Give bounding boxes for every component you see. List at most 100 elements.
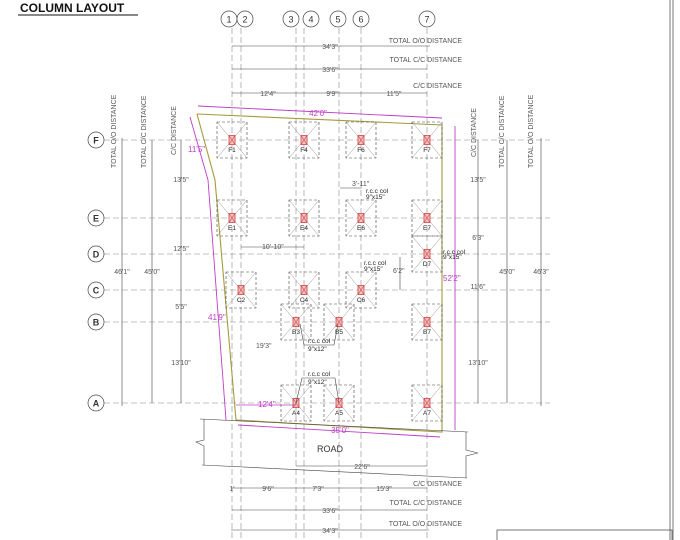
grid-bubble-col: 6 [352,10,370,28]
grid-bubble-col: 7 [418,10,436,28]
road-label: ROAD [317,444,344,454]
right-cc-2: 6'3" [472,235,484,242]
col-note-label: r.c.c col [308,371,331,378]
plot-dimensions: 42'0" 11'5" 41'9" 52'2" 35'0" [188,105,461,438]
bottom-cc-4: 15'3" [376,486,392,493]
left-cc-2: 12'5" [173,246,189,253]
right-cc-1: 13'5" [470,177,486,184]
bottom-cc-3: 7'3" [312,486,324,493]
footing-f4: F4 [288,121,320,159]
footing-label: B7 [423,329,431,336]
footing-label: B5 [335,329,343,336]
footing-label: B3 [292,329,300,336]
grid-bubble-col: 4 [302,10,320,28]
grid-column-label: 3 [288,15,293,25]
bottom-total-oo-label: TOTAL O/O DISTANCE [389,521,463,528]
note-dim-6-2: 6'2" [393,268,405,275]
grid-column-label: 4 [308,15,313,25]
plot-dim-top: 42'0" [309,109,327,118]
grid-row-label: E [93,214,99,224]
grid-bubble-col: 3 [282,10,300,28]
top-cc-3: 11'5" [387,91,402,98]
col-note-size: 9"x12" [308,379,327,386]
footing-c4: C4 [288,271,320,309]
left-total-cc-label: TOTAL C/C DISTANCE [141,95,148,168]
top-cc-1: 12'4" [260,91,276,98]
footing-label: F4 [300,147,308,154]
plot-dim-bottom: 35'0" [331,426,349,435]
footing-label: A5 [335,410,343,417]
left-cc-4: 13'10" [171,360,191,367]
grid-bubble-row: D [87,245,105,263]
col-note-label: r.c.c col [366,188,389,195]
plot-dim-left-upper: 11'5" [188,145,205,154]
bottom-cc-2: 9'6" [262,486,274,493]
plot-dim-left: 41'9" [208,313,226,322]
bottom-total-cc-label: TOTAL C/C DISTANCE [390,500,463,507]
footing-c6: C6 [345,271,377,309]
left-total-oo-value: 46'1" [114,269,130,276]
col-note-size: 9"x15" [443,254,462,261]
grid-bubble-col: 1 [220,10,238,28]
footing-label: C2 [237,297,246,304]
footing-a7: A7 [411,384,443,422]
grid-bubble-row: B [87,313,105,331]
title-block [496,529,673,540]
right-cc-3: 11'6" [471,284,486,291]
left-cc-1: 13'5" [173,177,189,184]
grid-row-label: A [93,399,100,409]
bottom-total-oo-value: 34'3" [322,528,338,535]
col-note-size: 9"x15" [366,194,385,201]
col-note-size: 9"x15" [364,266,383,273]
footing-b3: B3 [280,303,312,341]
footing-label: C4 [300,297,309,304]
left-cc-label: C/C DISTANCE [171,106,178,155]
col-note-label: r.c.c col [443,249,466,256]
annotations: 3'-11" 10'-10" 6'2" 19'3" 12'4" r.c.c co… [236,181,466,409]
grid-bubble-row: C [87,281,105,299]
top-total-cc-value: 33'6" [322,67,338,74]
footing-label: F1 [228,147,236,154]
bottom-total-cc-value: 33'6" [322,508,338,515]
col-note-label: r.c.c col [308,338,331,345]
top-dimensions: 34'3" TOTAL O/O DISTANCE 33'6" TOTAL C/C… [232,38,462,98]
grid-row-label: F [93,136,99,146]
left-dimensions: TOTAL O/O DISTANCE 46'1" TOTAL C/C DISTA… [111,94,191,406]
note-dim-10-10: 10'-10" [262,244,284,251]
road: ROAD [195,418,479,479]
footing-label: D7 [423,261,432,268]
footing-e7: E7 [411,199,443,237]
footing-e1: E1 [216,199,248,237]
grid-bubble-row: F [87,131,105,149]
grid-bubble-row: A [87,394,105,412]
grid-bubble-col: 2 [236,10,254,28]
top-total-oo-label: TOTAL O/O DISTANCE [389,38,463,45]
grid-column-label: 1 [226,15,231,25]
footing-b5: B5 [323,303,355,341]
left-total-oo-label: TOTAL O/O DISTANCE [111,94,118,168]
note-dim-12-4: 12'4" [258,400,276,409]
footing-label: C6 [357,297,366,304]
drawing-title: COLUMN LAYOUT [20,1,125,15]
grid-column-label: 6 [358,15,363,25]
footing-b7: B7 [411,303,443,341]
footing-label: A7 [423,410,431,417]
bottom-dimensions: 22'6" 1' 9'6" 7'3" 15'3" C/C DISTANCE 33… [229,464,462,535]
footing-label: A4 [292,410,300,417]
grid-column-label: 2 [242,15,247,25]
right-total-oo-value: 46'3" [533,269,549,276]
right-total-cc-value: 45'0" [499,269,515,276]
grid-column-label: 7 [424,15,429,25]
right-cc-4: 13'10" [468,360,488,367]
col-note-label: r.c.c col [364,260,387,267]
note-dim-3-11: 3'-11" [352,181,370,188]
right-total-cc-label: TOTAL C/C DISTANCE [499,95,506,168]
footing-label: F7 [423,147,431,154]
top-total-oo-value: 34'3" [322,44,338,51]
top-total-cc-label: TOTAL C/C DISTANCE [390,57,463,64]
footing-f1: F1 [216,121,248,159]
footing-e6: E6 [345,199,377,237]
footing-c2: C2 [225,271,257,309]
footing-label: F6 [357,147,365,154]
